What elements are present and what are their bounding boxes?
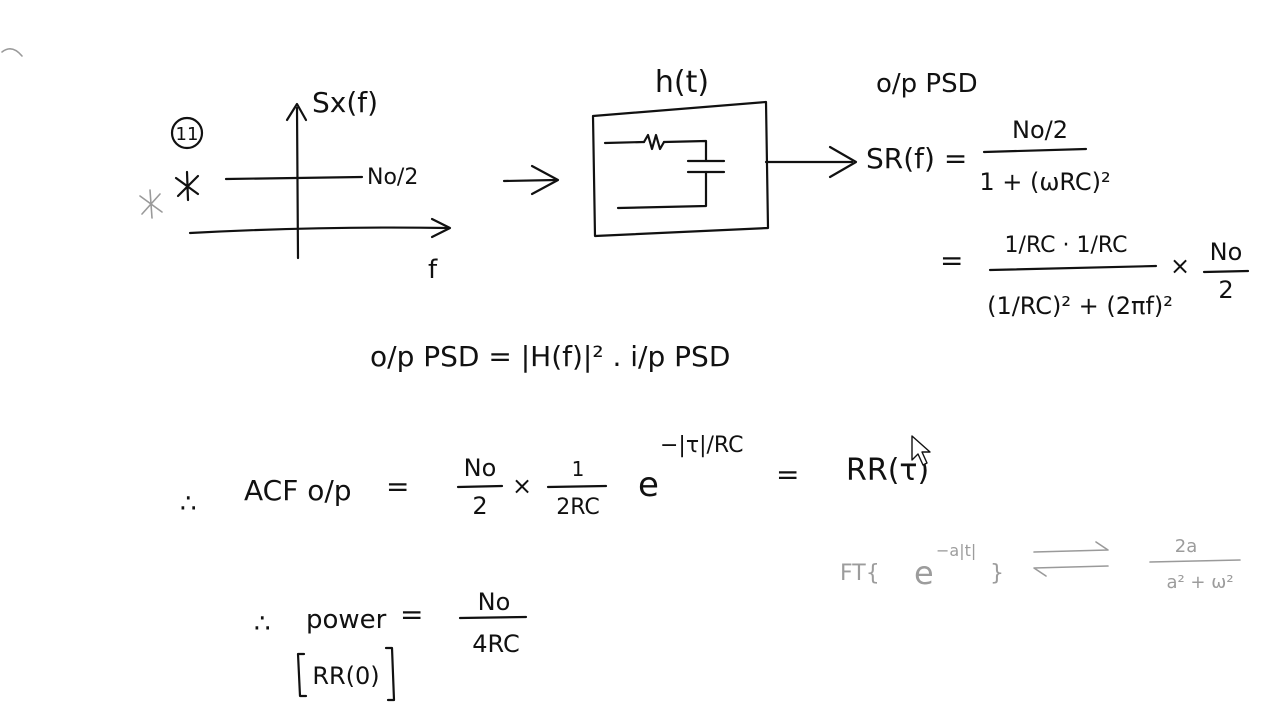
boxed-right-bracket (384, 646, 396, 702)
output-psd-frac3-den: 2 (1218, 276, 1233, 304)
stray-mark (1, 48, 23, 57)
power-label: power (306, 605, 387, 635)
power-eq-sign: = (400, 598, 423, 631)
y-axis-arrow-icon (285, 102, 308, 122)
ft-note-suffix: } (990, 561, 1004, 586)
ft-note-power: −a|t| (936, 541, 976, 560)
acf-eq-sign-2: = (776, 458, 799, 491)
problem-number: 11 (176, 124, 199, 145)
system-label: h(t) (655, 65, 709, 100)
acf-frac2-den: 2RC (556, 495, 600, 520)
psd-relation-text: o/p PSD = |H(f)|² . i/p PSD (370, 340, 730, 373)
output-psd-frac3-bar (1202, 269, 1250, 274)
output-psd-frac1-num: No/2 (1012, 116, 1068, 144)
system-box-outline (591, 100, 770, 238)
acf-frac1-bar (456, 484, 504, 489)
output-psd-frac2-bar (988, 264, 1158, 272)
output-psd-times: × (1170, 252, 1190, 280)
power-frac-den: 4RC (472, 630, 520, 658)
output-psd-heading: o/p PSD (876, 69, 978, 99)
acf-therefore-symbol: ∴ (180, 489, 197, 519)
acf-frac2-num: 1 (572, 457, 585, 481)
rc-circuit-icon (603, 133, 726, 210)
flat-psd-line (224, 175, 364, 181)
power-boxed-term: RR(0) (312, 662, 379, 690)
input-plot-xlabel: f (428, 255, 438, 285)
output-psd-frac2-num: 1/RC · 1/RC (1005, 233, 1128, 258)
acf-rhs: RR(τ) (846, 453, 929, 488)
x-axis-arrow-icon (430, 217, 452, 239)
star-marks (139, 170, 200, 219)
output-psd-frac1-den: 1 + (ωRC)² (979, 168, 1110, 196)
input-plot-level-label: No/2 (367, 165, 418, 190)
y-axis (295, 106, 300, 260)
mouse-cursor-icon (911, 435, 931, 466)
output-psd-lhs: SR(f) = (866, 142, 967, 175)
arrow-into-system-icon (502, 164, 560, 196)
input-psd-plot (188, 102, 452, 260)
power-therefore-symbol: ∴ (254, 609, 271, 639)
power-frac-num: No (478, 588, 511, 616)
rc-system-box (591, 100, 770, 238)
input-plot-ylabel: Sx(f) (312, 86, 378, 119)
ft-note-term: e (914, 554, 934, 592)
output-psd-frac2-den: (1/RC)² + (2πf)² (987, 292, 1173, 320)
ft-note-frac-den: a² + ω² (1166, 572, 1233, 593)
ft-note-frac-num: 2a (1175, 536, 1197, 557)
output-psd-eq-sign: = (940, 244, 963, 277)
acf-times: × (512, 472, 532, 500)
acf-label: ACF o/p (244, 474, 352, 507)
acf-eq-sign: = (386, 470, 409, 503)
output-psd-frac3-num: No (1210, 238, 1243, 266)
boxed-left-bracket (296, 652, 308, 698)
ft-note-frac-bar (1149, 559, 1241, 563)
acf-frac1-num: No (464, 454, 497, 482)
ft-note-prefix: FT{ (840, 561, 880, 586)
acf-frac1-den: 2 (472, 492, 487, 520)
acf-exp-power: −|τ|/RC (660, 433, 743, 458)
ft-pair-arrows-icon (1033, 541, 1109, 577)
arrow-out-of-system-icon (764, 145, 858, 179)
acf-frac2-bar (546, 484, 608, 489)
acf-exp-base: e (638, 465, 659, 505)
power-frac-bar (458, 615, 528, 620)
x-axis (188, 226, 450, 235)
problem-number-circle (170, 116, 204, 150)
output-psd-frac1-bar (982, 147, 1088, 154)
